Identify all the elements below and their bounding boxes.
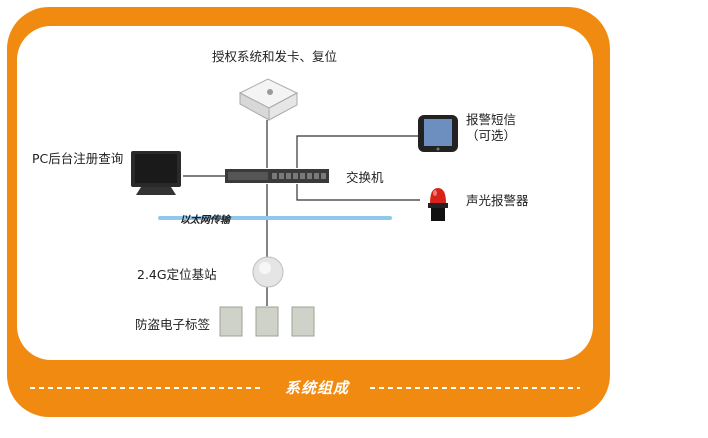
label-sms-alarm: 报警短信: [466, 112, 517, 127]
monitor-icon: [131, 151, 181, 195]
label-base-station: 2.4G定位基站: [137, 267, 217, 282]
alarm-light-icon: [428, 188, 448, 221]
label-rfid-tags: 防盗电子标签: [135, 317, 211, 332]
rfid-tag-icon: [219, 306, 315, 337]
network-switch-icon: [225, 169, 329, 183]
diagram-canvas: [17, 26, 593, 360]
label-auth-system: 授权系统和发卡、复位: [212, 49, 338, 64]
card-reader-icon: [238, 78, 299, 121]
line-switch-sms: [296, 135, 418, 168]
label-alarm-light: 声光报警器: [466, 193, 529, 208]
smartphone-icon: [418, 115, 458, 152]
base-station-icon: [252, 256, 284, 288]
label-switch: 交换机: [346, 170, 384, 185]
label-ethernet: 以太网传输: [180, 215, 230, 226]
label-pc-backend: PC后台注册查询: [32, 151, 124, 166]
label-sms-optional: （可选）: [466, 128, 517, 143]
diagram-title: 系统组成: [284, 379, 349, 397]
line-switch-alarm: [296, 184, 420, 201]
connections: [183, 120, 420, 306]
